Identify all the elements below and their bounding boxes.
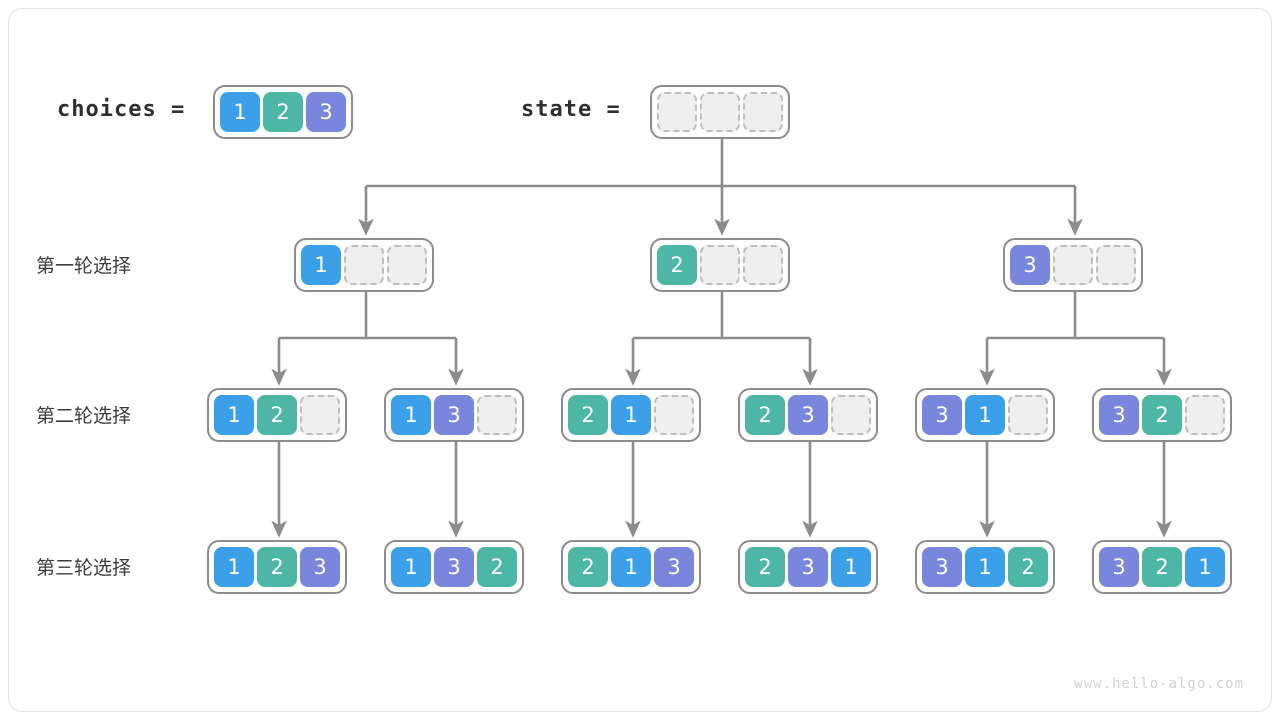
r1n3-cell-2 <box>1096 245 1136 285</box>
r3n5-cell-2: 2 <box>1008 547 1048 587</box>
r2n6-cell-2 <box>1185 395 1225 435</box>
r2n2-cell-1: 3 <box>434 395 474 435</box>
state-cell-1 <box>700 92 740 132</box>
r3n2-cell-1: 3 <box>434 547 474 587</box>
r2n1-cell-0: 1 <box>214 395 254 435</box>
r3n4-cell-2: 1 <box>831 547 871 587</box>
r3n2-cell-2: 2 <box>477 547 517 587</box>
r3n2-cell-0: 1 <box>391 547 431 587</box>
r2n4-cell-2 <box>831 395 871 435</box>
node-r1-n3: 3 <box>1003 238 1143 292</box>
r1n3-cell-1 <box>1053 245 1093 285</box>
node-r1-n2: 2 <box>650 238 790 292</box>
r1n2-cell-2 <box>743 245 783 285</box>
r3n4-cell-1: 3 <box>788 547 828 587</box>
r3n3-cell-2: 3 <box>654 547 694 587</box>
r3n3-cell-1: 1 <box>611 547 651 587</box>
r2n4-cell-0: 2 <box>745 395 785 435</box>
r2n3-cell-0: 2 <box>568 395 608 435</box>
r1n1-cell-0: 1 <box>301 245 341 285</box>
r3n6-cell-0: 3 <box>1099 547 1139 587</box>
r3n3-cell-0: 2 <box>568 547 608 587</box>
r2n5-cell-1: 1 <box>965 395 1005 435</box>
row-label-3: 第三轮选择 <box>36 557 132 579</box>
r2n6-cell-1: 2 <box>1142 395 1182 435</box>
r3n6-cell-1: 2 <box>1142 547 1182 587</box>
r2n6-cell-0: 3 <box>1099 395 1139 435</box>
choices-cell-2: 3 <box>306 92 346 132</box>
state-cell-0 <box>657 92 697 132</box>
r2n5-cell-2 <box>1008 395 1048 435</box>
r2n2-cell-0: 1 <box>391 395 431 435</box>
choices-cell-0: 1 <box>220 92 260 132</box>
r1n2-cell-0: 2 <box>657 245 697 285</box>
r2n4-cell-1: 3 <box>788 395 828 435</box>
state-label: state = <box>521 97 621 122</box>
state-cell-2 <box>743 92 783 132</box>
r1n3-cell-0: 3 <box>1010 245 1050 285</box>
r2n3-cell-2 <box>654 395 694 435</box>
r1n1-cell-1 <box>344 245 384 285</box>
r2n1-cell-1: 2 <box>257 395 297 435</box>
r3n1-cell-0: 1 <box>214 547 254 587</box>
r3n6-cell-2: 1 <box>1185 547 1225 587</box>
r3n5-cell-0: 3 <box>922 547 962 587</box>
choices-cell-1: 2 <box>263 92 303 132</box>
r2n1-cell-2 <box>300 395 340 435</box>
row-label-1: 第一轮选择 <box>36 255 132 277</box>
r2n2-cell-2 <box>477 395 517 435</box>
r1n2-cell-1 <box>700 245 740 285</box>
node-r1-n1: 1 <box>294 238 434 292</box>
r1n1-cell-2 <box>387 245 427 285</box>
r3n1-cell-1: 2 <box>257 547 297 587</box>
r2n3-cell-1: 1 <box>611 395 651 435</box>
choices-label: choices = <box>57 97 186 122</box>
watermark: www.hello-algo.com <box>1074 676 1244 692</box>
r3n4-cell-0: 2 <box>745 547 785 587</box>
row-label-2: 第二轮选择 <box>36 405 132 427</box>
r3n5-cell-1: 1 <box>965 547 1005 587</box>
r2n5-cell-0: 3 <box>922 395 962 435</box>
r3n1-cell-2: 3 <box>300 547 340 587</box>
state-array <box>650 85 790 139</box>
